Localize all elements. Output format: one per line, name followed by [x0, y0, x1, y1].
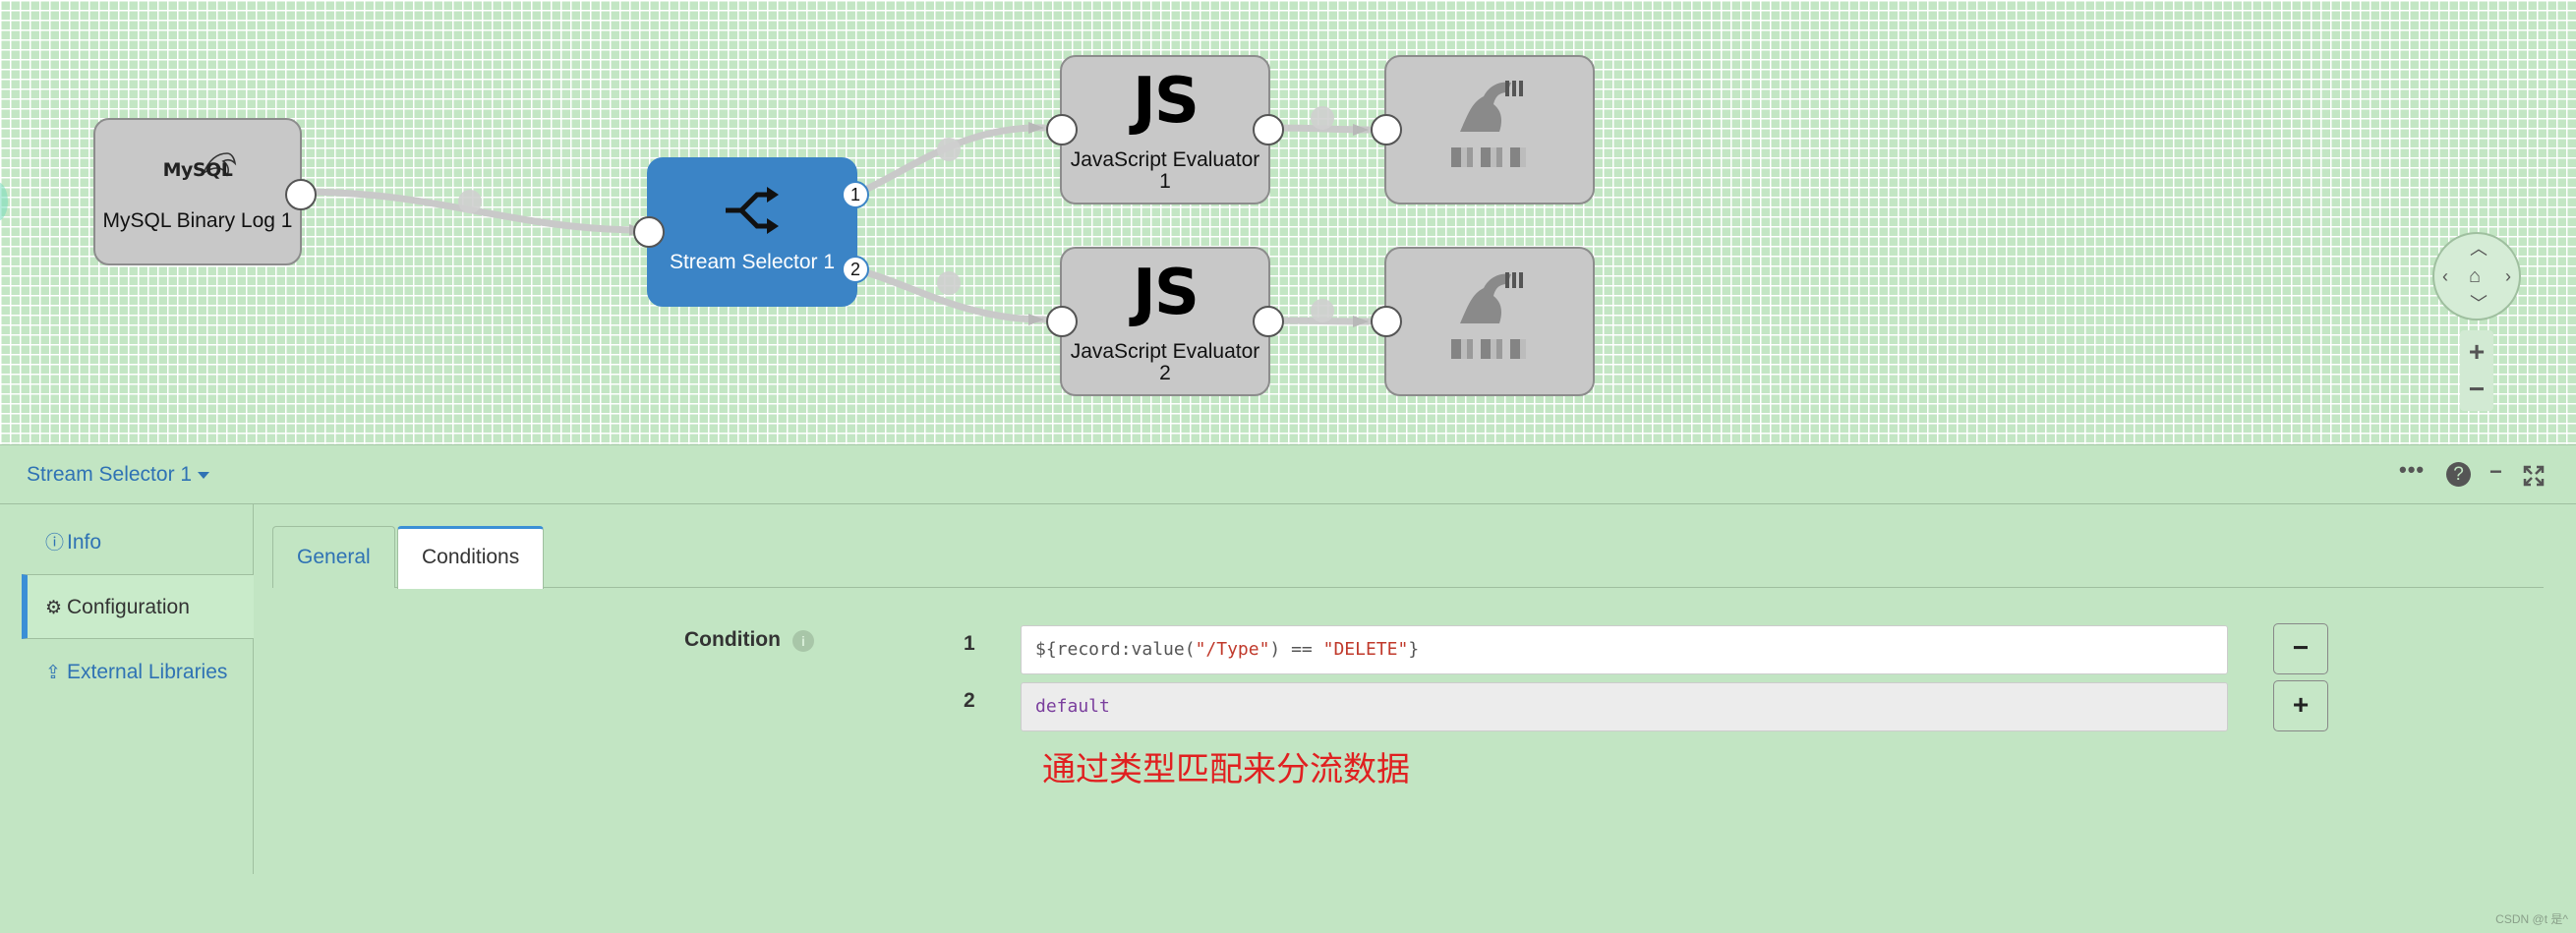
condition-label: Condition	[684, 628, 781, 651]
condition-string: "DELETE"	[1322, 639, 1409, 660]
help-icon[interactable]: ?	[2446, 462, 2471, 487]
chevron-down-icon	[198, 471, 210, 479]
canvas-edge-indicator	[0, 182, 8, 221]
destination-1-node[interactable]	[1371, 55, 1595, 204]
input-port[interactable]	[1046, 306, 1078, 337]
pan-down-icon[interactable]: ﹀	[2470, 294, 2488, 314]
javascript-evaluator-2-node[interactable]: JS JavaScript Evaluator 2	[1046, 247, 1284, 396]
condition-text: ) ==	[1269, 639, 1323, 660]
node-label: MySQL Binary Log 1	[102, 209, 293, 232]
output-port-2[interactable]: 2	[842, 256, 869, 283]
zoom-in-icon[interactable]: +	[2468, 336, 2486, 367]
more-icon[interactable]: •••	[2399, 457, 2426, 482]
shuffle-icon	[726, 187, 779, 234]
node-label: Stream Selector 1	[669, 251, 836, 273]
node-label-line1: JavaScript Evaluator	[1070, 340, 1260, 363]
home-icon[interactable]: ⌂	[2469, 265, 2482, 287]
input-port[interactable]	[1371, 306, 1402, 337]
destination-icon	[1460, 272, 1523, 323]
side-nav-configuration[interactable]: ⚙Configuration	[22, 574, 254, 639]
pan-right-icon[interactable]: ›	[2505, 266, 2511, 286]
mysql-logo-text: MySQL	[162, 159, 233, 181]
condition-string: "/Type"	[1195, 639, 1270, 660]
tab-conditions[interactable]: Conditions	[397, 526, 545, 589]
condition-row-number: 2	[964, 689, 975, 712]
condition-text: }	[1408, 639, 1420, 660]
condition-text: ${record:value(	[1035, 639, 1196, 660]
config-tabs: General Conditions	[272, 526, 2544, 589]
condition-input-default: default	[1021, 682, 2228, 731]
stage-selector-dropdown[interactable]: Stream Selector 1	[27, 463, 210, 487]
input-port[interactable]	[633, 216, 665, 248]
zoom-out-icon[interactable]: −	[2468, 374, 2486, 404]
input-port[interactable]	[1046, 114, 1078, 146]
blurred-label	[1451, 339, 1526, 359]
add-condition-button[interactable]: +	[2273, 680, 2328, 731]
output-port-1[interactable]: 1	[842, 181, 869, 208]
panel-title: Stream Selector 1	[27, 463, 193, 486]
pan-up-icon[interactable]: ︿	[2470, 239, 2488, 259]
remove-condition-button[interactable]: −	[2273, 623, 2328, 674]
side-nav-label: External Libraries	[67, 661, 228, 683]
destination-icon	[1460, 81, 1523, 132]
mysql-binary-log-node[interactable]: MySQL MySQL Binary Log 1	[93, 118, 317, 265]
side-nav-external-libraries[interactable]: ⇪ External Libraries	[22, 640, 254, 705]
upload-icon: ⇪	[45, 663, 61, 683]
gear-icon: ⚙	[45, 598, 63, 618]
javascript-logo: JS	[1133, 65, 1200, 138]
blurred-label	[1451, 147, 1526, 167]
zoom-control: + −	[2460, 330, 2493, 411]
javascript-logo: JS	[1133, 257, 1200, 329]
condition-row-number: 1	[964, 632, 975, 655]
pan-left-icon[interactable]: ‹	[2442, 266, 2448, 286]
output-port[interactable]	[1253, 306, 1284, 337]
destination-2-node[interactable]	[1371, 247, 1595, 396]
node-label-line1: JavaScript Evaluator	[1070, 148, 1260, 171]
side-nav-label: Info	[67, 531, 102, 554]
side-nav-label: Configuration	[67, 596, 190, 618]
info-icon: ⓘ	[45, 533, 65, 554]
tab-general[interactable]: General	[272, 526, 395, 588]
minimize-icon[interactable]: −	[2489, 459, 2502, 484]
javascript-evaluator-1-node[interactable]: JS JavaScript Evaluator 1	[1046, 55, 1284, 204]
pipeline-canvas[interactable]: MySQL MySQL Binary Log 1 Stream Selector…	[0, 0, 2576, 444]
node-label-line2: 1	[1159, 170, 1171, 193]
annotation-text: 通过类型匹配来分流数据	[1042, 750, 1410, 789]
canvas-pan-control[interactable]: ︿ ﹀ ‹ › ⌂	[2432, 232, 2521, 321]
output-port[interactable]	[1253, 114, 1284, 146]
pipeline-links	[296, 106, 1373, 327]
panel-header: Stream Selector 1 ••• ? −	[0, 445, 2576, 504]
input-port[interactable]	[1371, 114, 1402, 146]
output-port[interactable]	[285, 179, 317, 210]
condition-input-1[interactable]: ${record:value("/Type") == "DELETE"}	[1021, 625, 2228, 674]
stream-selector-node[interactable]: Stream Selector 1 1 2	[633, 157, 869, 307]
info-icon[interactable]: i	[792, 630, 814, 652]
watermark: CSDN @t 是^	[2495, 912, 2568, 926]
maximize-icon[interactable]	[2523, 465, 2545, 487]
node-label-line2: 2	[1159, 362, 1171, 384]
mysql-dolphin-icon	[202, 152, 237, 177]
